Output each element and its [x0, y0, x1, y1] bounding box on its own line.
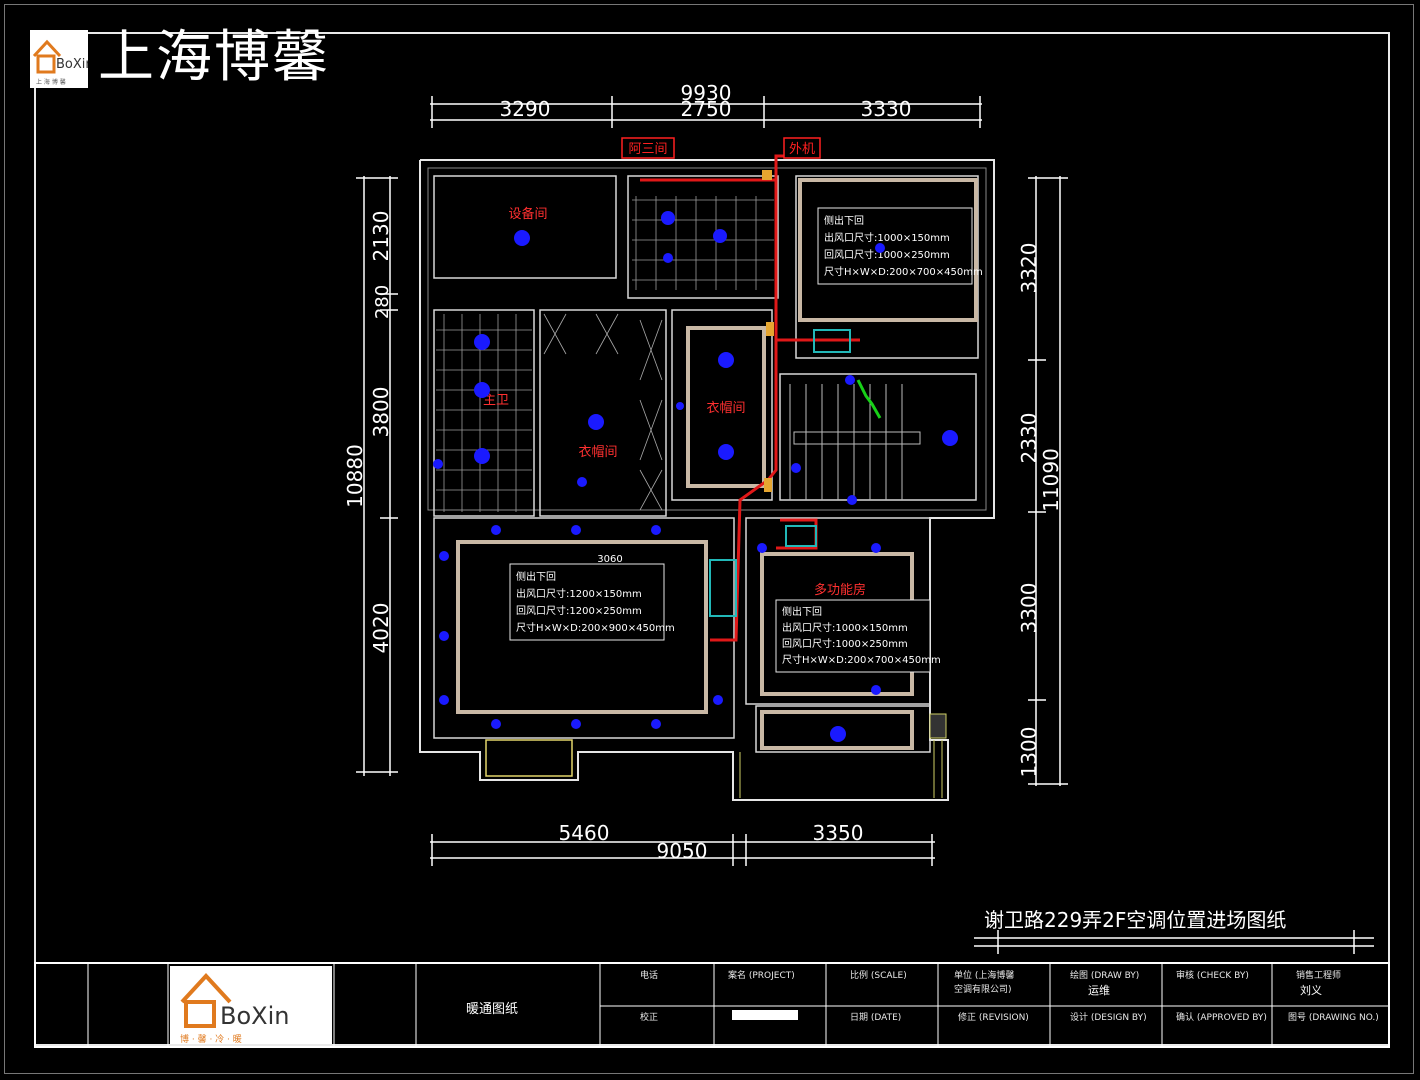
drawing-frame: [34, 32, 1390, 1046]
spec2-line1: 侧出下回: [516, 570, 556, 583]
dim-top-total: 9930: [681, 81, 732, 105]
pipe-fittings: [762, 170, 774, 492]
stair-arrow-icon: [856, 379, 882, 419]
footer-logo-sub: 博 · 馨 · 冷 · 暖: [180, 1033, 242, 1045]
stairs: [789, 384, 921, 500]
tb-unit2: 空调有限公司): [954, 985, 1012, 995]
ceiling-outlines: [456, 178, 978, 750]
tb-approved-by: 确认 (APPROVED BY): [1176, 1013, 1267, 1023]
spec2-line2: 出风口尺寸:1200×150mm: [516, 587, 642, 600]
tb-phone: 电话: [640, 971, 659, 981]
top-dimension-lines: [430, 96, 982, 128]
ac-unit-upper: [813, 329, 851, 353]
right-dimension-lines: [1028, 176, 1068, 786]
room-equipment: 设备间: [508, 206, 547, 222]
room-walls: [433, 175, 979, 777]
left-dimension-lines: [356, 176, 398, 776]
dim-top-left: 3290: [500, 97, 551, 121]
dim-right-2: 2330: [1017, 413, 1041, 464]
tb-project: 案名 (PROJECT): [728, 971, 795, 981]
tb-sales-name: 刘义: [1300, 984, 1322, 997]
outer-walls: [419, 159, 995, 801]
tb-sales-manager: 销售工程师: [1296, 971, 1342, 981]
tb-scale: 比例 (SCALE): [850, 971, 907, 981]
dim-top-right: 3330: [861, 97, 912, 121]
title-underline: [974, 930, 1374, 954]
dim-right-4: 1300: [1017, 727, 1041, 778]
dim-left-total: 10880: [343, 444, 367, 508]
ac-unit-small: [785, 525, 817, 547]
dim-right-3: 3300: [1017, 583, 1041, 634]
drawing-type: 暖通图纸: [466, 1002, 519, 1017]
spec1-line4: 尺寸H×W×D:200×700×450mm: [824, 265, 983, 278]
brand-logo: BoXin 上 海 博 馨: [30, 30, 94, 88]
dim-left-3: 3800: [369, 387, 393, 438]
spec3-line1: 侧出下回: [782, 605, 822, 618]
floor-plan: 9930 3290 2750 3330 5460 3350 9050 2130 …: [343, 81, 1374, 954]
tb-unit: 单位 (上海博馨: [954, 971, 1015, 981]
spec3-line2: 出风口尺寸:1000×150mm: [782, 621, 908, 634]
dim-left-2: 280: [372, 285, 393, 319]
tb-verify: 校正: [640, 1013, 659, 1023]
brand-name: 上海博馨: [98, 25, 330, 90]
dim-left-4: 4020: [369, 603, 393, 654]
spec-block-1: 侧出下回 出风口尺寸:1000×150mm 回风口尺寸:1000×250mm 尺…: [817, 207, 983, 285]
spec-block-3: 侧出下回 出风口尺寸:1000×150mm 回风口尺寸:1000×250mm 尺…: [775, 599, 941, 673]
dim-inner-3060: 3060: [597, 554, 622, 565]
tile-grid: [436, 196, 774, 512]
tb-revision: 修正 (REVISION): [958, 1013, 1029, 1023]
dim-bottom-right: 3350: [813, 821, 864, 845]
tag-b-box: [783, 137, 821, 159]
ac-unit-left: [709, 559, 737, 617]
dim-right-1: 3320: [1017, 243, 1041, 294]
house-logo-icon: BoXin 上 海 博 馨: [32, 39, 94, 86]
logo-subtext: 上 海 博 馨: [36, 78, 66, 86]
title-block: BoXin 博 · 馨 · 冷 · 暖 暖通图纸 电话 校正 案名 (PROJE…: [34, 962, 1390, 1048]
tag-a: 阿三间: [628, 142, 667, 157]
dim-right-total: 11090: [1039, 448, 1063, 512]
tb-drawing-no: 图号 (DRAWING NO.): [1288, 1013, 1379, 1023]
spec2-line4: 尺寸H×W×D:200×900×450mm: [516, 621, 675, 634]
ceiling-lights: [433, 211, 958, 742]
dim-top-mid: 2750: [681, 97, 732, 121]
room-master-bath: 主卫: [483, 393, 509, 408]
bottom-dimension-lines: [430, 834, 935, 866]
outer-border: [4, 4, 1414, 1074]
drawing-title: 谢卫路229弄2F空调位置进场图纸: [984, 908, 1287, 932]
room-cloak2: 衣帽间: [706, 400, 745, 416]
spec3-line3: 回风口尺寸:1000×250mm: [782, 637, 908, 650]
tag-a-box: [621, 137, 675, 159]
footer-logo-text: BoXin: [220, 1002, 289, 1030]
wardrobe-hatch: [543, 313, 663, 511]
spec1-line3: 回风口尺寸:1000×250mm: [824, 248, 950, 261]
dim-left-1: 2130: [369, 211, 393, 262]
spec3-line4: 尺寸H×W×D:200×700×450mm: [782, 653, 941, 666]
spec2-line3: 回风口尺寸:1200×250mm: [516, 604, 642, 617]
spec1-line2: 出风口尺寸:1000×150mm: [824, 231, 950, 244]
dim-bottom-total: 9050: [657, 839, 708, 863]
tb-check-by: 审核 (CHECK BY): [1176, 971, 1249, 981]
tb-draw-by: 绘图 (DRAW BY): [1070, 971, 1140, 981]
dim-bottom-left: 5460: [559, 821, 610, 845]
tb-date: 日期 (DATE): [850, 1013, 902, 1023]
logo-text: BoXin: [56, 57, 88, 72]
room-multi: 多功能房: [814, 582, 866, 598]
tag-b: 外机: [789, 142, 815, 157]
title-block-grid: BoXin 博 · 馨 · 冷 · 暖: [34, 962, 1390, 1048]
room-cloak: 衣帽间: [578, 444, 617, 460]
spec1-line1: 侧出下回: [824, 214, 864, 227]
tb-draw-by-name: 运维: [1088, 984, 1110, 997]
tb-design-by: 设计 (DESIGN BY): [1070, 1013, 1147, 1023]
footer-house-logo-icon: [180, 973, 232, 1028]
spec-block-2: 侧出下回 出风口尺寸:1200×150mm 回风口尺寸:1200×250mm 尺…: [509, 563, 675, 641]
balcony-rails: [739, 713, 947, 798]
